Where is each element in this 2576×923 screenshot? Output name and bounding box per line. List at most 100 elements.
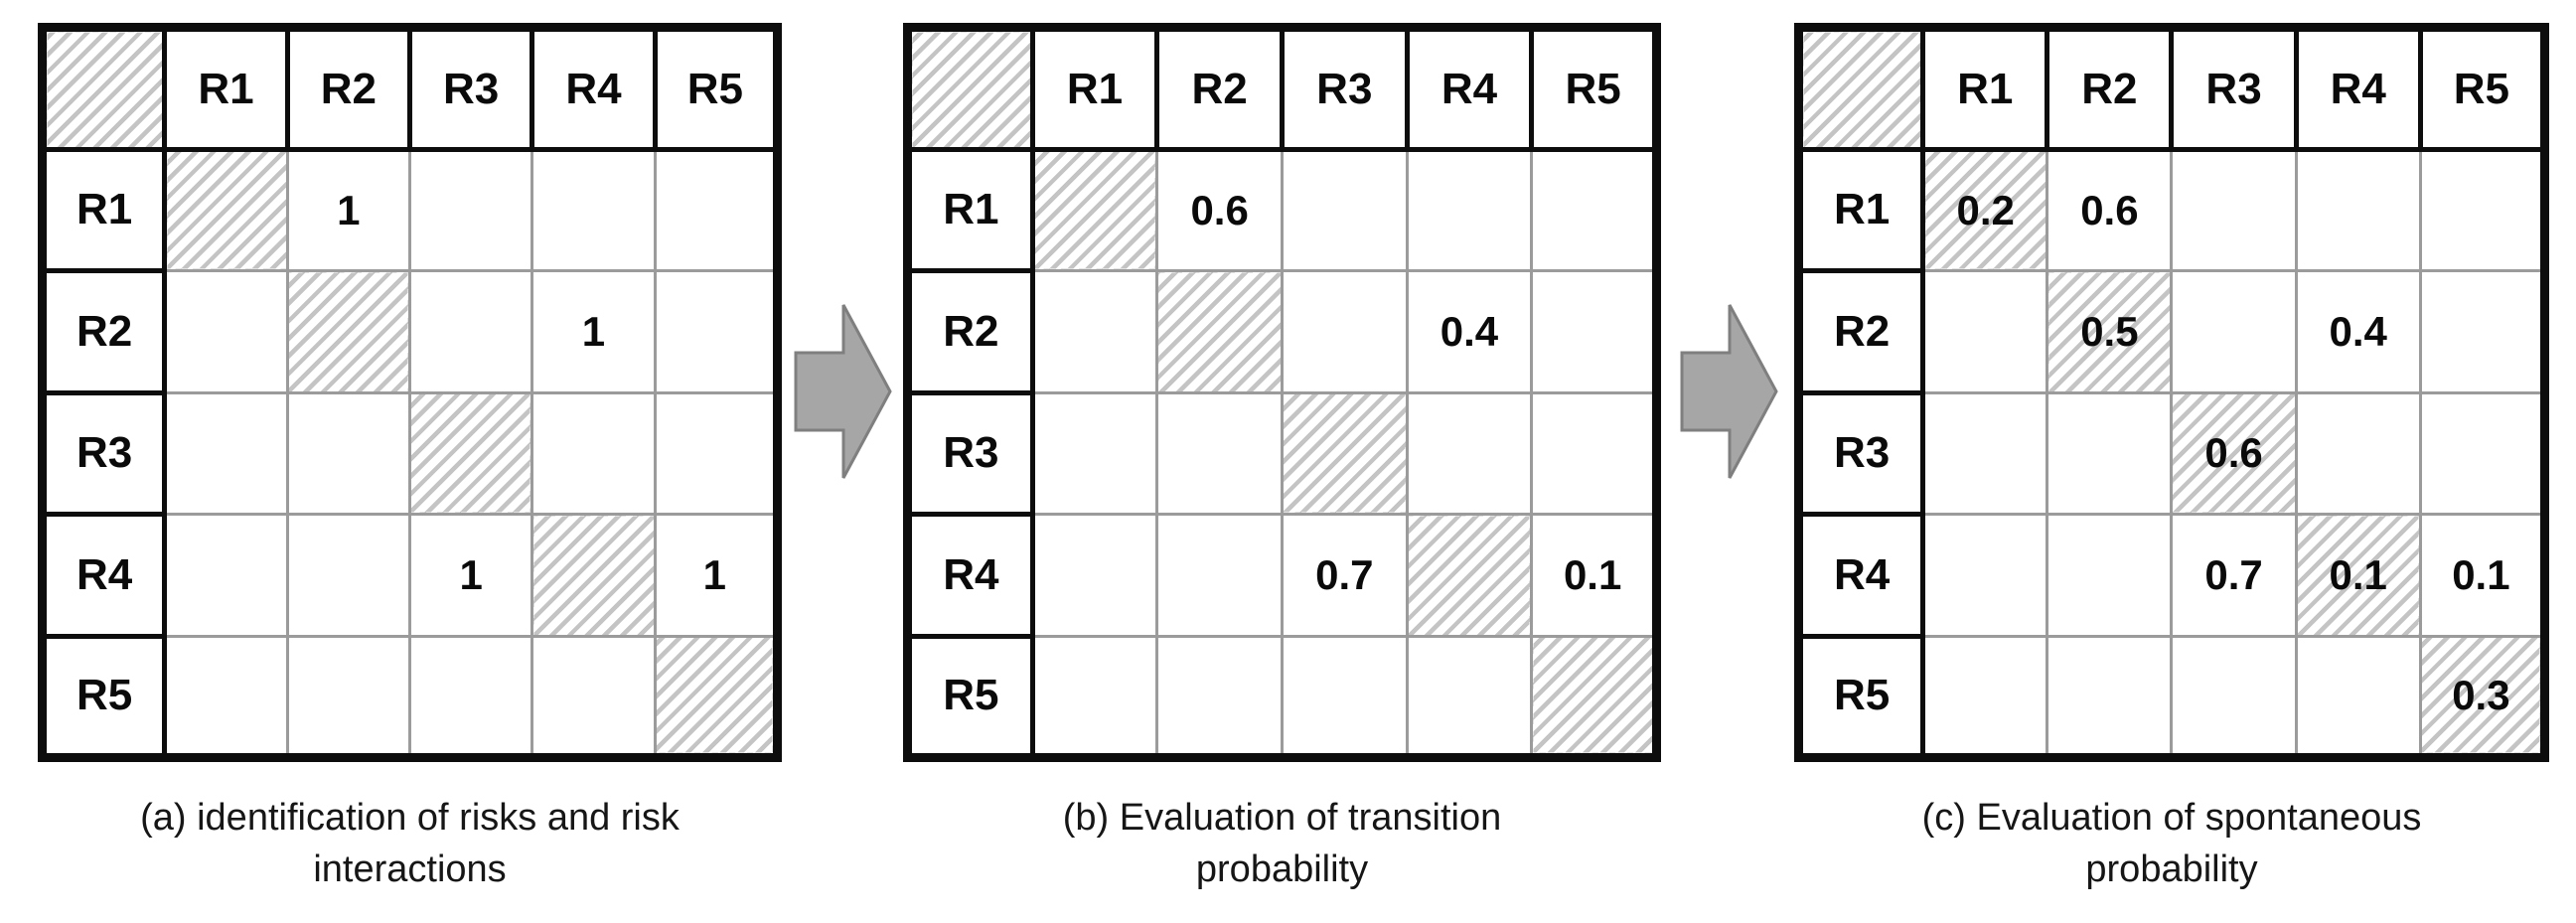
matrix-b-row-header-R1: R1 [905,146,1035,273]
matrix-b-cell-R4-R5: 0.1 [1530,513,1658,638]
matrix-c-row-header-R5: R5 [1795,633,1926,760]
matrix-a-cell-R2-R1 [163,269,289,394]
matrix-b-col-header-R1: R1 [1029,25,1160,152]
matrix-b-row-R3: R3 [905,389,1658,517]
matrix-c-col-header-R3: R3 [2169,25,2299,152]
matrix-c-cell-R4-R3: 0.7 [2170,513,2298,638]
matrix-c-row-header-R1: R1 [1795,146,1926,273]
matrix-c-col-header-R5: R5 [2417,25,2548,152]
matrix-a-row-R5: R5 [39,633,780,760]
matrix-b-cell-R1-R1 [1030,147,1159,272]
matrix-a-row-header-R1: R1 [39,146,168,273]
matrix-c-cell-R3-R1 [1921,390,2049,516]
matrix-a-cell-R5-R3 [407,634,534,759]
matrix-a-corner-cell [39,25,168,152]
matrix-b-cell-R4-R2 [1155,513,1284,638]
matrix-a-col-header-R3: R3 [406,25,535,152]
matrix-b-cell-R3-R3 [1280,390,1409,516]
matrix-c-row-R2: R2 0.5 0.4 [1795,268,2547,395]
matrix-b-cell-R5-R4 [1405,634,1534,759]
matrix-b-cell-R4-R1 [1030,513,1159,638]
matrix-c-cell-R2-R3 [2170,269,2298,394]
matrix-b-row-R5: R5 [905,633,1658,760]
matrix-b-cell-R3-R5 [1530,390,1658,516]
matrix-c-cell-R1-R2: 0.6 [2046,147,2174,272]
matrix-a-cell-R1-R4 [530,147,657,272]
matrix-b-row-header-R4: R4 [905,512,1035,639]
matrix-a-cell-R2-R5 [653,269,780,394]
matrix-c-cell-R5-R2 [2046,634,2174,759]
matrix-a-cell-R1-R1 [163,147,289,272]
block-arrow-right-shape [1680,304,1778,479]
matrix-c-row-header-R2: R2 [1795,268,1926,395]
matrix-a-cell-R4-R1 [163,513,289,638]
matrix-a-cell-R1-R5 [653,147,780,272]
block-arrow-right-icon [794,304,892,479]
matrix-b-cell-R1-R2: 0.6 [1155,147,1284,272]
matrix-b-cell-R1-R5 [1530,147,1658,272]
matrix-b-cell-R2-R4: 0.4 [1405,269,1534,394]
caption-c-line2: probability [2085,848,2258,890]
matrix-a-cell-R3-R1 [163,390,289,516]
matrix-c-cell-R3-R3: 0.6 [2170,390,2298,516]
matrix-b-col-header-R2: R2 [1154,25,1285,152]
matrix-b-col-header-R5: R5 [1529,25,1659,152]
matrix-c-cell-R4-R5: 0.1 [2418,513,2547,638]
matrix-a-cell-R2-R2 [285,269,411,394]
matrix-b-row-header-R5: R5 [905,633,1035,760]
caption-a-line1: (a) identification of risks and risk [140,797,680,839]
matrix-c-col-header-R1: R1 [1920,25,2050,152]
matrix-b-col-header-R3: R3 [1279,25,1410,152]
caption-b-line2: probability [1195,848,1369,890]
matrix-a-cell-R5-R1 [163,634,289,759]
block-arrow-right-shape [794,304,892,479]
matrix-c-cell-R3-R4 [2294,390,2422,516]
matrix-c-corner-cell [1795,25,1926,152]
matrix-c-cell-R4-R2 [2046,513,2174,638]
matrix-a-cell-R3-R5 [653,390,780,516]
matrix-b-col-header-R4: R4 [1404,25,1535,152]
matrix-b-corner-cell [905,25,1035,152]
matrix-c-cell-R2-R1 [1921,269,2049,394]
matrix-b-cell-R5-R1 [1030,634,1159,759]
caption-a: (a) identification of risks and risk int… [38,792,782,895]
caption-a-line2: interactions [313,848,507,890]
matrix-a-cell-R5-R2 [285,634,411,759]
matrix-c-cell-R2-R5 [2418,269,2547,394]
matrix-b-cell-R3-R4 [1405,390,1534,516]
matrix-c-col-header-R4: R4 [2293,25,2423,152]
caption-c: (c) Evaluation of spontaneous probabilit… [1794,792,2549,895]
matrix-b-cell-R3-R2 [1155,390,1284,516]
matrix-b-cell-R3-R1 [1030,390,1159,516]
matrix-c-cell-R5-R1 [1921,634,2049,759]
matrix-a-cell-R2-R3 [407,269,534,394]
matrix-c-cell-R2-R2: 0.5 [2046,269,2174,394]
matrix-a-cell-R4-R5: 1 [653,513,780,638]
matrix-a-cell-R4-R4 [530,513,657,638]
matrix-c-col-header-R2: R2 [2045,25,2175,152]
matrix-c-cell-R2-R4: 0.4 [2294,269,2422,394]
matrix-b-row-R1: R1 0.6 [905,146,1658,273]
matrix-b-row-header-R2: R2 [905,268,1035,395]
matrix-a-cell-R3-R3 [407,390,534,516]
matrix-a-row-R3: R3 [39,389,780,517]
matrix-a-col-header-R4: R4 [530,25,658,152]
matrix-c-cell-R5-R3 [2170,634,2298,759]
matrix-a-cell-R3-R2 [285,390,411,516]
matrix-c-row-header-R4: R4 [1795,512,1926,639]
matrix-a-cell-R5-R4 [530,634,657,759]
matrix-c-cell-R1-R4 [2294,147,2422,272]
matrix-a-col-header-R1: R1 [162,25,290,152]
